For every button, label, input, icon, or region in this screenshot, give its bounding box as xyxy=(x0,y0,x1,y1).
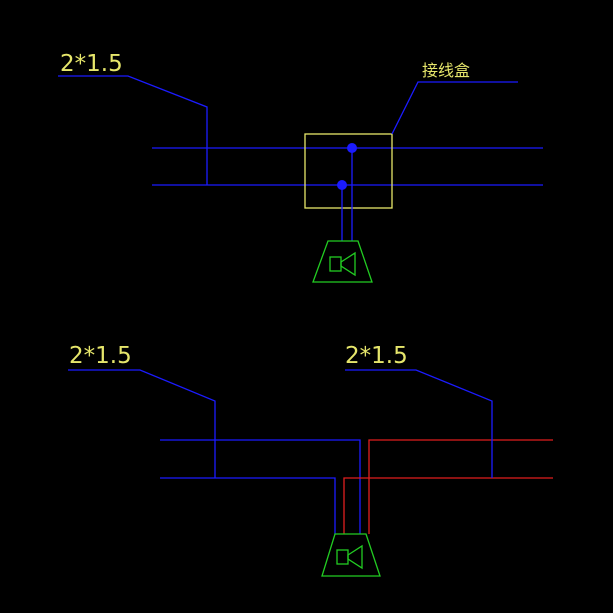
bottom-right-cable-leader xyxy=(345,369,493,478)
bottom-red-wire-lower xyxy=(343,477,553,534)
bottom-diagram: 2*1.5 2*1.5 xyxy=(68,343,553,577)
junction-box-leader xyxy=(391,81,518,135)
bottom-left-cable-leader xyxy=(68,369,216,478)
top-cable-label: 2*1.5 xyxy=(60,51,123,77)
junction-box xyxy=(304,133,393,209)
junction-box-label: 接线盒 xyxy=(422,61,470,80)
top-diagram: 2*1.5 接线盒 xyxy=(58,51,543,283)
bottom-left-cable-label: 2*1.5 xyxy=(69,343,132,369)
bottom-blue-wire-upper xyxy=(160,439,361,534)
top-cable-leader xyxy=(58,75,208,185)
bottom-blue-wire-lower xyxy=(160,477,336,534)
bottom-right-cable-label: 2*1.5 xyxy=(345,343,408,369)
speaker-icon xyxy=(312,240,373,283)
speaker-icon xyxy=(321,533,381,577)
